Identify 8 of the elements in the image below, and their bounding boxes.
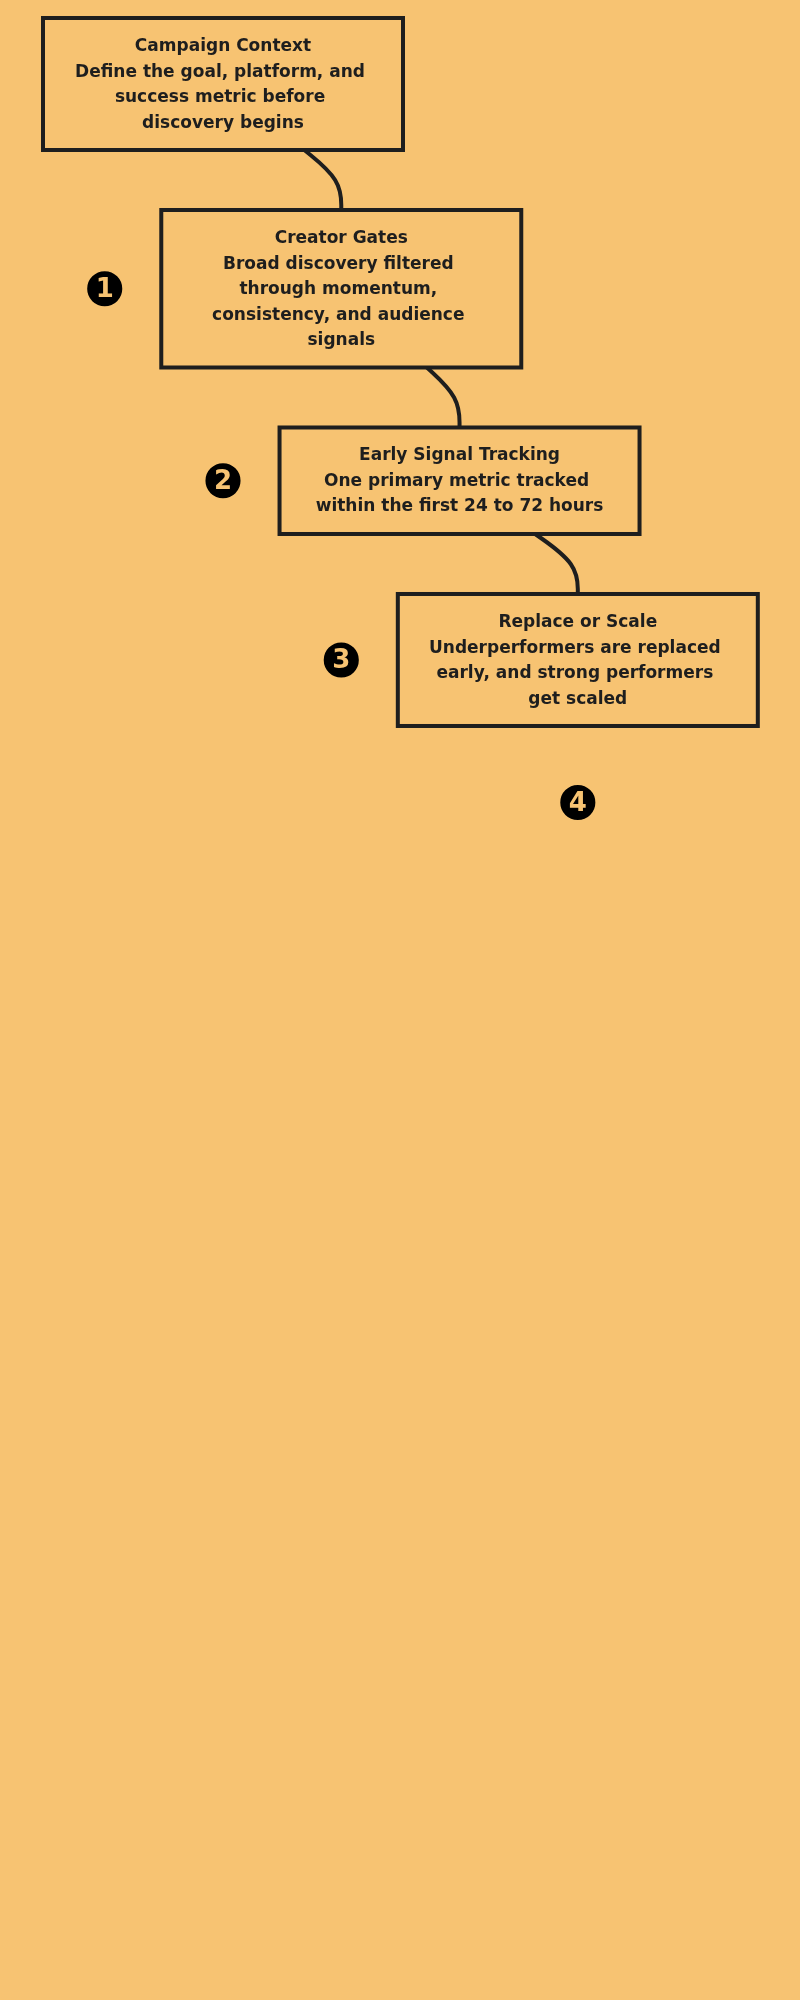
node-circle: 4 xyxy=(559,785,595,821)
node-box: Early Signal Tracking One primary metric tracked within the first 24 to 72 hours xyxy=(277,425,642,536)
node-box: Campaign Context Define the goal, platform, and success metric before discovery begins xyxy=(40,16,405,152)
node-box: Creator Gates Broad discovery filtered through momentum, consistency, and audience signals xyxy=(158,208,523,370)
node-circle: 3 xyxy=(323,642,359,678)
node-box: Replace or Scale Underperformers are replaced early, and strong performers get scaled xyxy=(395,592,760,728)
node-circle: 1 xyxy=(86,271,122,307)
node-circle: 2 xyxy=(205,463,241,499)
